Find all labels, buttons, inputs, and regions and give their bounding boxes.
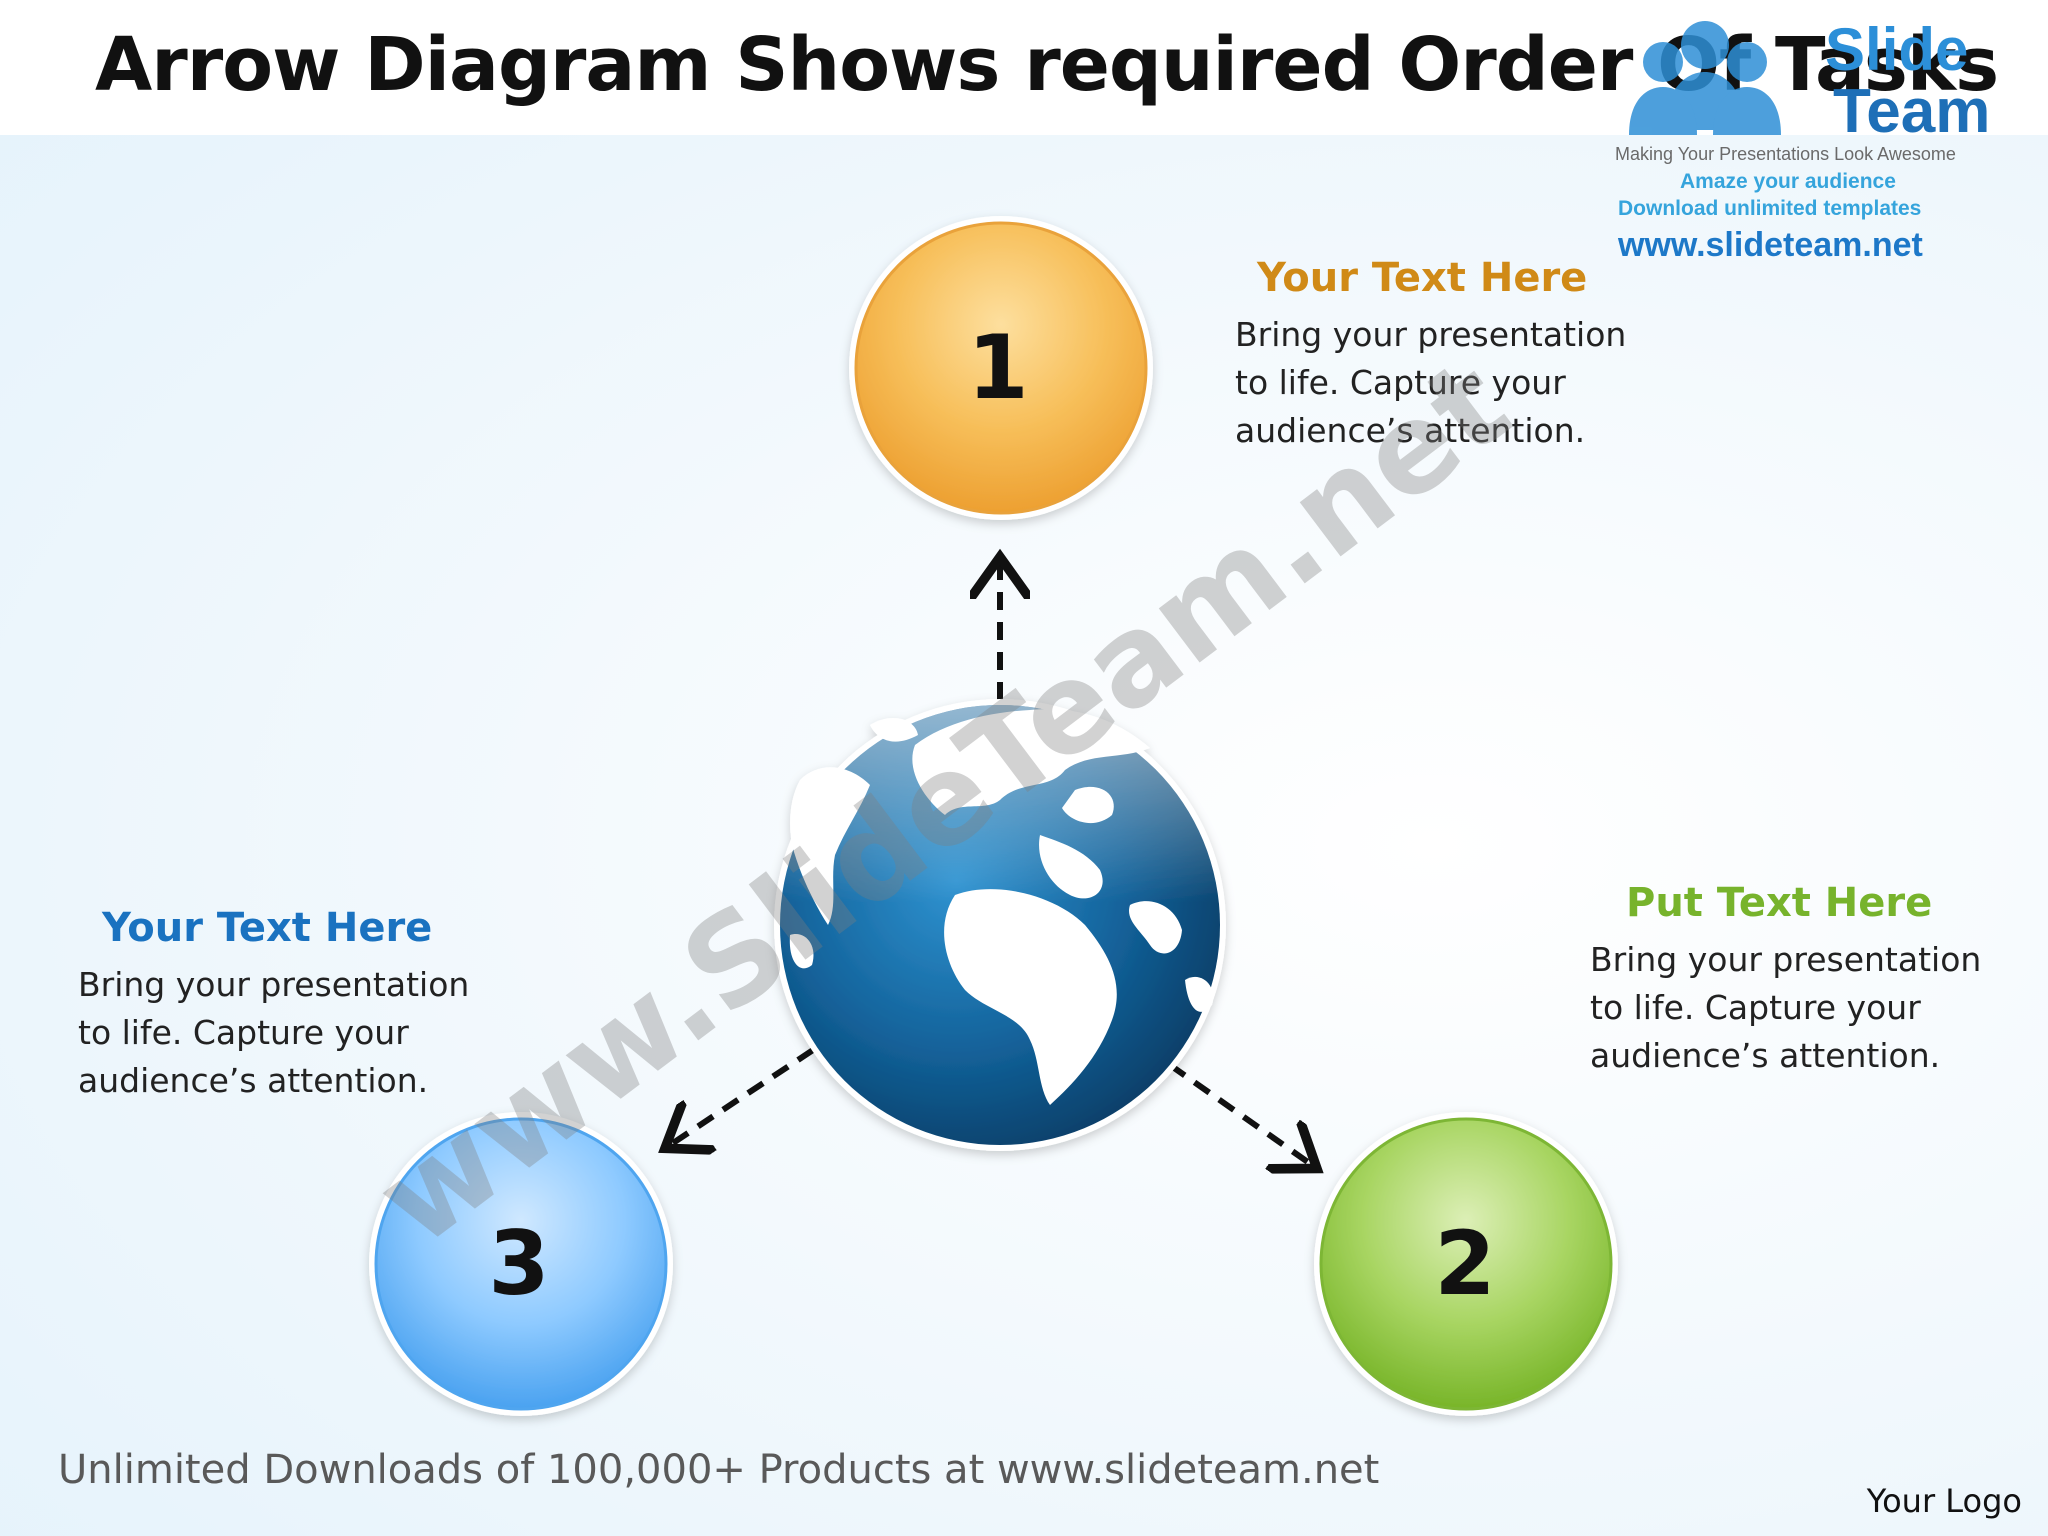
callout-1-heading: Your Text Here xyxy=(1257,255,1588,301)
logo-brand-line1: Slide xyxy=(1825,16,1968,83)
slideteam-logo: Slide Team Making Your Presentations Loo… xyxy=(1615,10,2025,270)
callout-3-body: Bring your presentation to life. Capture… xyxy=(78,961,498,1105)
callout-1-line-2: to life. Capture your xyxy=(1235,363,1566,402)
people-logo-icon: Slide Team xyxy=(1629,16,1990,145)
callout-1-line-3: audience’s attention. xyxy=(1235,411,1586,450)
step-2-circle xyxy=(1314,1112,1618,1416)
step-1-circle xyxy=(849,216,1153,520)
step-3-number: 3 xyxy=(488,1212,549,1315)
arrow-to-step-2 xyxy=(1168,1062,1312,1165)
logo-url: www.slideteam.net xyxy=(1618,226,1923,264)
callout-2-line-1: Bring your presentation xyxy=(1590,940,1982,979)
callout-2-line-3: audience’s attention. xyxy=(1590,1036,1941,1075)
logo-promo-1: Amaze your audience xyxy=(1680,170,1896,193)
callout-2-body: Bring your presentation to life. Capture… xyxy=(1590,936,2010,1080)
your-logo-label: Your Logo xyxy=(1866,1482,2022,1520)
callout-2-heading: Put Text Here xyxy=(1626,880,1933,926)
callout-3-line-3: audience’s attention. xyxy=(78,1061,429,1100)
callout-1-line-1: Bring your presentation xyxy=(1235,315,1627,354)
step-2-number: 2 xyxy=(1434,1212,1495,1315)
logo-tagline: Making Your Presentations Look Awesome xyxy=(1615,144,1956,164)
footer-text: Unlimited Downloads of 100,000+ Products… xyxy=(58,1447,1380,1493)
callout-3-line-2: to life. Capture your xyxy=(78,1013,409,1052)
logo-brand-line2: Team xyxy=(1833,77,1990,145)
callout-1-body: Bring your presentation to life. Capture… xyxy=(1235,311,1655,455)
callout-3-heading: Your Text Here xyxy=(102,905,433,951)
arrow-to-step-3 xyxy=(670,1047,815,1145)
callout-1: Your Text Here Bring your presentation t… xyxy=(1235,255,1655,455)
globe-icon xyxy=(774,699,1226,1151)
logo-promo-2: Download unlimited templates xyxy=(1618,197,1922,220)
callout-3: Your Text Here Bring your presentation t… xyxy=(78,905,498,1105)
callout-2-line-2: to life. Capture your xyxy=(1590,988,1921,1027)
step-1-number: 1 xyxy=(967,316,1028,419)
step-3-circle xyxy=(369,1112,673,1416)
callout-2: Put Text Here Bring your presentation to… xyxy=(1590,880,2010,1080)
callout-3-line-1: Bring your presentation xyxy=(78,965,470,1004)
